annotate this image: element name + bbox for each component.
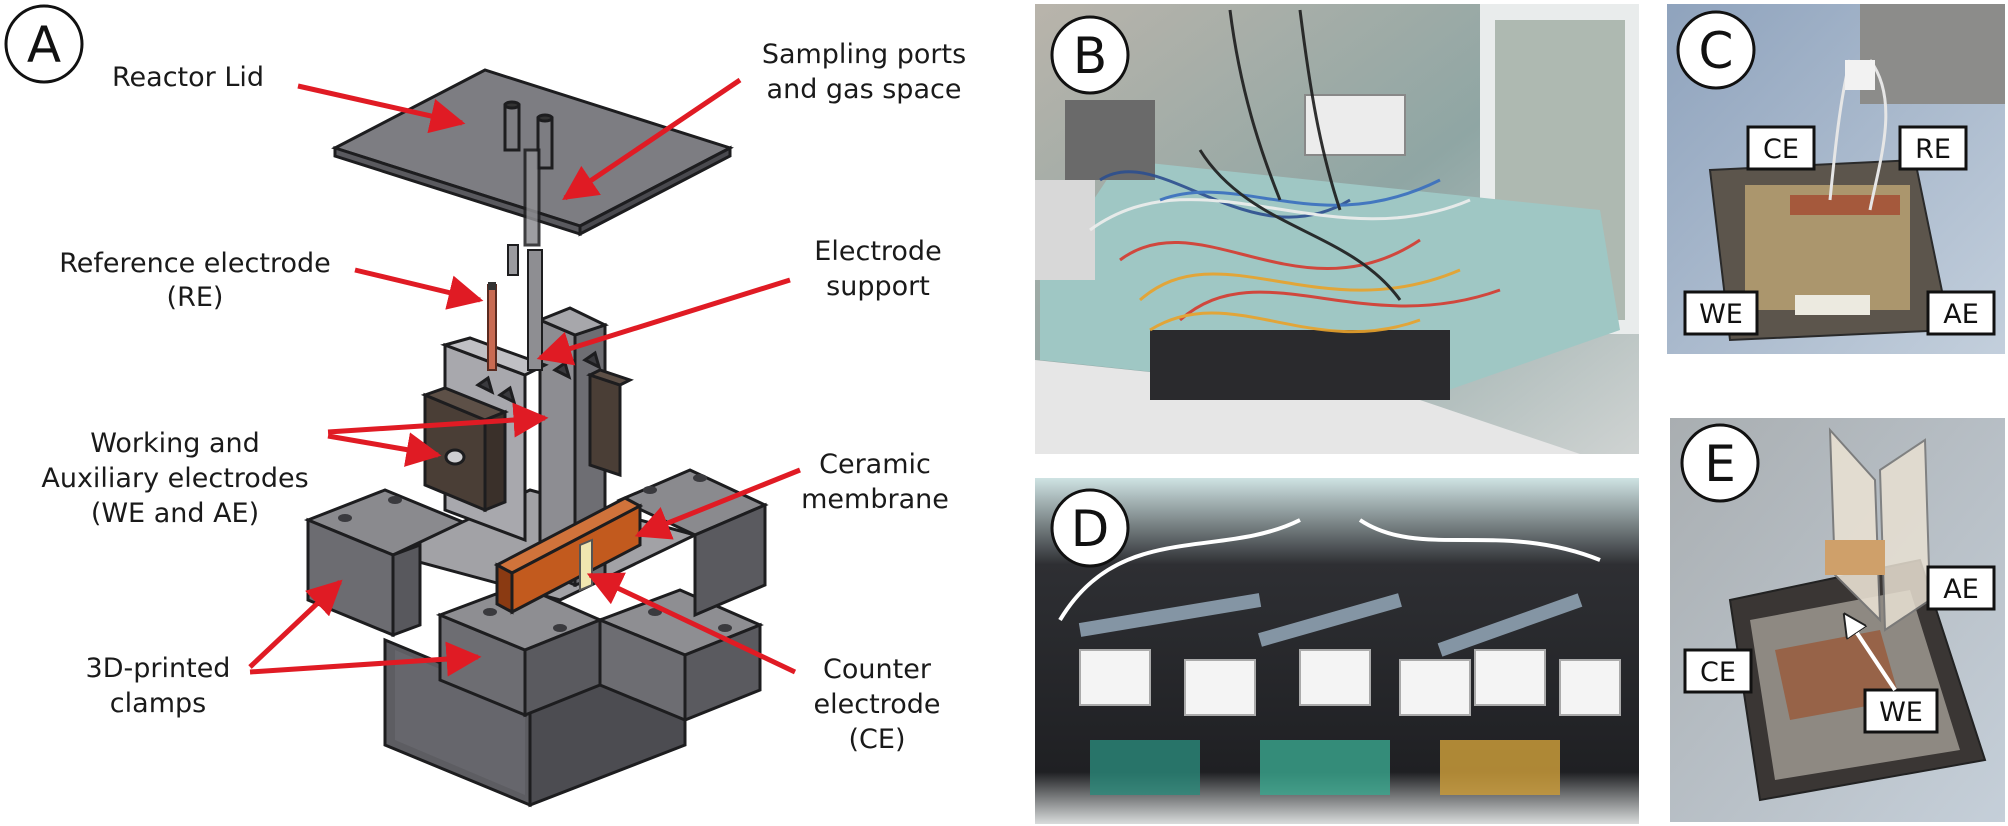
- label-reactor-lid: Reactor Lid: [112, 62, 264, 93]
- tag-e-ce: CE: [1700, 657, 1736, 688]
- ceramic-membrane: [493, 496, 644, 615]
- panel-b-photo: B: [1035, 4, 1639, 454]
- label-counter-2: electrode: [814, 689, 941, 720]
- tag-c-ae: AE: [1943, 299, 1979, 330]
- panel-e-photo: AE CE WE E: [1670, 418, 2005, 822]
- label-ceramic-2: membrane: [801, 484, 949, 515]
- panel-e-tags: AE CE WE: [1683, 565, 1996, 734]
- panel-c-tags: CE RE WE AE: [1683, 125, 1996, 336]
- sampling-tubes: [507, 244, 543, 371]
- clamp-frame: [303, 468, 769, 723]
- arrow-working-electrode: [327, 402, 549, 438]
- arrow-clamps-left: [248, 579, 343, 669]
- label-reference-electrode-2: (RE): [167, 282, 224, 313]
- arrow-auxiliary-electrode: [327, 432, 442, 467]
- arrow-reference-electrode: [354, 267, 484, 310]
- svg-text:D: D: [1071, 500, 1110, 558]
- label-sampling-ports-2: and gas space: [767, 74, 962, 105]
- clamp-bolts: [338, 474, 732, 632]
- panel-d-photo: D: [1035, 478, 1639, 824]
- callout-arrows: [248, 77, 801, 677]
- arrow-reactor-lid: [297, 83, 466, 134]
- reactor-lid: [331, 68, 734, 247]
- arrow-electrode-support: [536, 277, 791, 366]
- label-working-1: Working and: [90, 428, 260, 459]
- tag-c-ce: CE: [1763, 134, 1799, 165]
- label-working-3: (WE and AE): [91, 498, 259, 529]
- panel-c-letter: C: [1676, 10, 1756, 90]
- tag-e-we: WE: [1879, 697, 1923, 728]
- arrow-counter-electrode: [586, 572, 797, 675]
- label-electrode-support-1: Electrode: [814, 236, 941, 267]
- panel-d-letter: D: [1050, 488, 1130, 568]
- arrow-e-we: [1845, 615, 1897, 692]
- tag-c-we: WE: [1699, 299, 1743, 330]
- label-reference-electrode-1: Reference electrode: [59, 248, 330, 279]
- tag-c-re: RE: [1915, 134, 1951, 165]
- svg-text:C: C: [1699, 22, 1734, 80]
- arrow-ceramic-membrane: [634, 467, 801, 540]
- arrow-sampling-ports: [562, 77, 742, 201]
- label-clamps-2: clamps: [110, 688, 206, 719]
- label-counter-3: (CE): [849, 724, 906, 755]
- svg-text:A: A: [27, 16, 61, 74]
- label-clamps-1: 3D-printed: [86, 653, 231, 684]
- svg-text:B: B: [1073, 27, 1107, 85]
- arrow-clamps-front: [249, 641, 482, 677]
- label-sampling-ports-1: Sampling ports: [762, 39, 966, 70]
- reference-electrode-rod: [487, 282, 497, 371]
- svg-text:E: E: [1704, 435, 1736, 493]
- panel-a-letter: A: [4, 4, 84, 84]
- tag-e-ae: AE: [1943, 574, 1979, 605]
- panel-a-schematic: A Reactor Lid Sampling ports and gas spa…: [4, 4, 966, 808]
- panel-b-letter: B: [1050, 15, 1130, 95]
- label-electrode-support-2: support: [826, 271, 930, 302]
- label-ceramic-1: Ceramic: [819, 449, 931, 480]
- panel-e-letter: E: [1680, 423, 1760, 503]
- label-working-2: Auxiliary electrodes: [41, 463, 308, 494]
- label-counter-1: Counter: [823, 654, 932, 685]
- panel-c-photo: CE RE WE AE C: [1667, 4, 2005, 354]
